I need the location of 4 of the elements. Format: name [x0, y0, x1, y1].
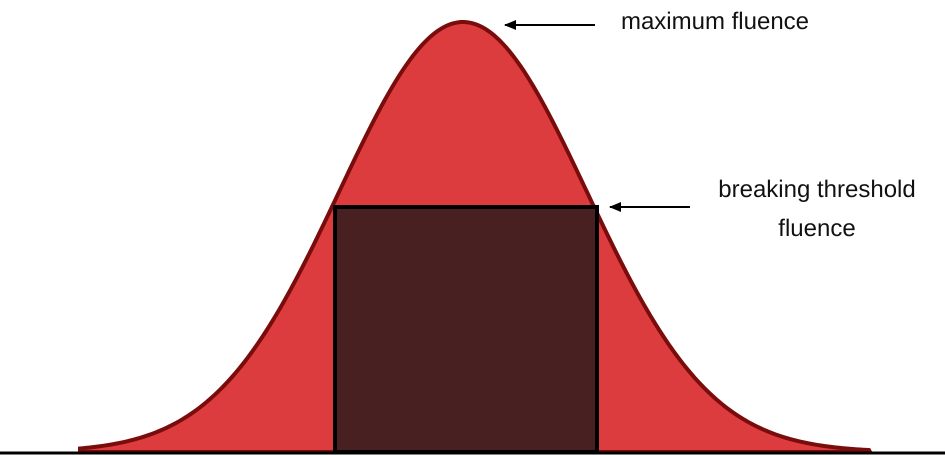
- annotation-label: maximum fluence: [595, 2, 835, 41]
- annotation-label: breaking threshold fluence: [690, 170, 944, 248]
- leader-line: [609, 202, 690, 212]
- leader-line: [504, 20, 595, 30]
